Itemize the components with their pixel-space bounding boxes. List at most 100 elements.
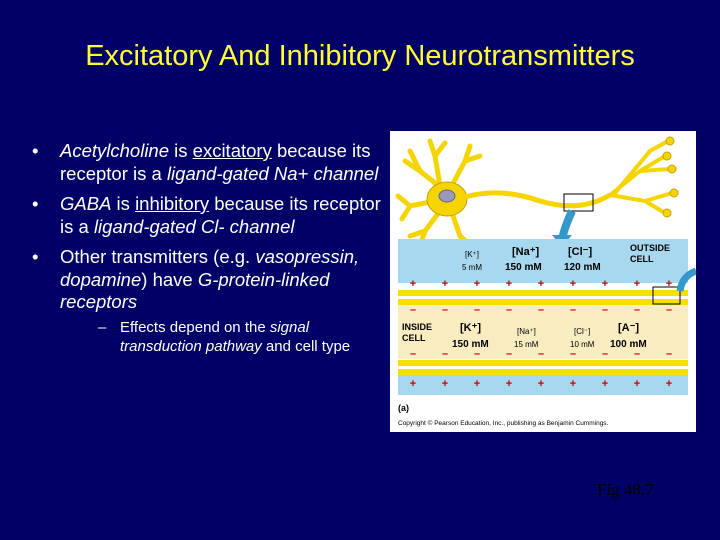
- minus-charge-inside-top: –: [634, 304, 640, 316]
- term-signal-transduction: signal transduction pathway: [120, 318, 310, 355]
- bullet-other-transmitters: • Other transmitters (e.g. vasopressin, …: [28, 246, 383, 356]
- inside-conc-k: 150 mM: [452, 339, 489, 350]
- term-g-protein: G-protein-linked receptors: [60, 268, 330, 313]
- minus-charge-inside-bottom: –: [634, 348, 640, 360]
- outside-conc-cl: 120 mM: [564, 262, 601, 273]
- bullet-gaba: • GABA is inhibitory because its recepto…: [28, 193, 383, 238]
- outside-ion-na: [Na⁺]: [512, 246, 540, 258]
- membrane-top-1: [398, 290, 688, 296]
- minus-charge-inside-bottom: –: [474, 348, 480, 360]
- inside-ion-na: [Na⁺]: [517, 327, 536, 336]
- membrane-bottom-2: [398, 369, 688, 375]
- neuron-drawing: [395, 136, 679, 249]
- inside-ion-cl: [Cl⁻]: [574, 327, 590, 336]
- text: Other transmitters (e.g.: [60, 246, 256, 267]
- minus-charge-inside-bottom: –: [410, 348, 416, 360]
- term-na-channel: ligand-gated Na+ channel: [166, 162, 379, 184]
- plus-charge-outside-bottom: +: [474, 378, 480, 390]
- minus-charge-inside-top: –: [538, 304, 544, 316]
- outside-fluid-lower: [398, 275, 688, 283]
- axon-terminals: [608, 139, 674, 215]
- minus-charge-inside-bottom: –: [570, 348, 576, 360]
- plus-charge-outside: +: [602, 278, 608, 290]
- term-inhibitory: inhibitory: [135, 193, 210, 214]
- plus-charge-outside: +: [634, 278, 640, 290]
- minus-charge-inside-bottom: –: [666, 348, 672, 360]
- text: Effects depend on the: [120, 318, 270, 336]
- plus-charge-outside-bottom: +: [666, 378, 672, 390]
- outside-conc-na: 150 mM: [505, 262, 542, 273]
- inside-ion-a: [A⁻]: [618, 322, 639, 334]
- bullet-marker: •: [32, 246, 39, 267]
- minus-charge-inside-bottom: –: [442, 348, 448, 360]
- plus-charge-outside-bottom: +: [570, 378, 576, 390]
- axon: [464, 190, 612, 209]
- plus-charge-outside: +: [506, 278, 512, 290]
- minus-charge-inside-top: –: [410, 304, 416, 316]
- membrane-bottom-1: [398, 360, 688, 366]
- plus-charge-outside-bottom: +: [506, 378, 512, 390]
- inside-conc-a: 100 mM: [610, 339, 647, 350]
- bullet-acetylcholine: • Acetylcholine is excitatory because it…: [28, 140, 383, 185]
- inside-label-1: INSIDE: [402, 322, 432, 332]
- text: is: [111, 193, 136, 214]
- inside-ion-k: [K⁺]: [460, 322, 481, 334]
- outside-label-1: OUTSIDE: [630, 243, 670, 253]
- minus-charge-inside-top: –: [506, 304, 512, 316]
- plus-charge-outside-bottom: +: [634, 378, 640, 390]
- text: is: [169, 140, 193, 161]
- inside-conc-na: 15 mM: [514, 340, 539, 349]
- minus-charge-inside-bottom: –: [506, 348, 512, 360]
- plus-charge-outside: +: [410, 278, 416, 290]
- minus-charge-inside-top: –: [666, 304, 672, 316]
- outside-label-2: CELL: [630, 254, 654, 264]
- membrane-potential-figure: OUTSIDE CELL INSIDE CELL [K⁺] 5 mM [Na⁺]…: [390, 131, 696, 432]
- membrane-top-2: [398, 299, 688, 305]
- text: because its receptor is a: [60, 140, 371, 184]
- inside-conc-cl: 10 mM: [570, 340, 595, 349]
- synaptic-knobs: [662, 136, 679, 218]
- minus-charge-inside-top: –: [442, 304, 448, 316]
- slide-title: Excitatory And Inhibitory Neurotransmitt…: [85, 40, 635, 72]
- term-gaba: GABA: [60, 193, 112, 214]
- inside-label-2: CELL: [402, 333, 426, 343]
- dash-marker: –: [98, 318, 107, 336]
- text: and cell type: [261, 337, 351, 355]
- term-excitatory: excitatory: [192, 140, 272, 161]
- minus-charge-inside-top: –: [570, 304, 576, 316]
- plus-charge-outside: +: [474, 278, 480, 290]
- bullet-list: • Acetylcholine is excitatory because it…: [28, 140, 383, 364]
- plus-charge-outside: +: [538, 278, 544, 290]
- plus-charge-outside-bottom: +: [442, 378, 448, 390]
- outside-conc-k: 5 mM: [462, 263, 482, 272]
- dendrites: [395, 138, 483, 249]
- plus-charge-outside-bottom: +: [410, 378, 416, 390]
- charge-rows: + + + + + + + + + – – – – – – – – – – – – – – – – – – + + + + + + + + +: [410, 278, 672, 390]
- outside-ion-cl: [Cl⁻]: [568, 246, 592, 258]
- plus-charge-outside-bottom: +: [538, 378, 544, 390]
- minus-charge-inside-bottom: –: [538, 348, 544, 360]
- sub-bullet-effects: – Effects depend on the signal transduct…: [60, 318, 383, 356]
- plus-charge-outside: +: [570, 278, 576, 290]
- bullet-marker: •: [32, 193, 39, 214]
- side-arrow: [676, 267, 696, 292]
- minus-charge-inside-bottom: –: [602, 348, 608, 360]
- term-vasopressin: vasopressin, dopamine: [60, 246, 360, 290]
- plus-charge-outside-bottom: +: [602, 378, 608, 390]
- nucleus: [438, 189, 456, 203]
- outside-ion-k: [K⁺]: [465, 250, 479, 259]
- text: because its receptor is a: [60, 193, 381, 237]
- figure-reference: Fig 48.7: [597, 480, 654, 499]
- outside-fluid-bottom: [398, 375, 688, 395]
- plus-charge-outside: +: [666, 278, 672, 290]
- zoom-box: [563, 193, 594, 212]
- outside-fluid: [398, 239, 688, 275]
- term-cl-channel: ligand-gated Cl- channel: [93, 215, 295, 237]
- text: ) have: [141, 268, 198, 290]
- zoom-arrow: [558, 209, 576, 240]
- copyright: Copyright © Pearson Education, Inc., pub…: [398, 419, 609, 427]
- minus-charge-inside-top: –: [602, 304, 608, 316]
- plus-charge-outside: +: [442, 278, 448, 290]
- minus-charge-inside-top: –: [474, 304, 480, 316]
- inside-fluid: [398, 305, 688, 359]
